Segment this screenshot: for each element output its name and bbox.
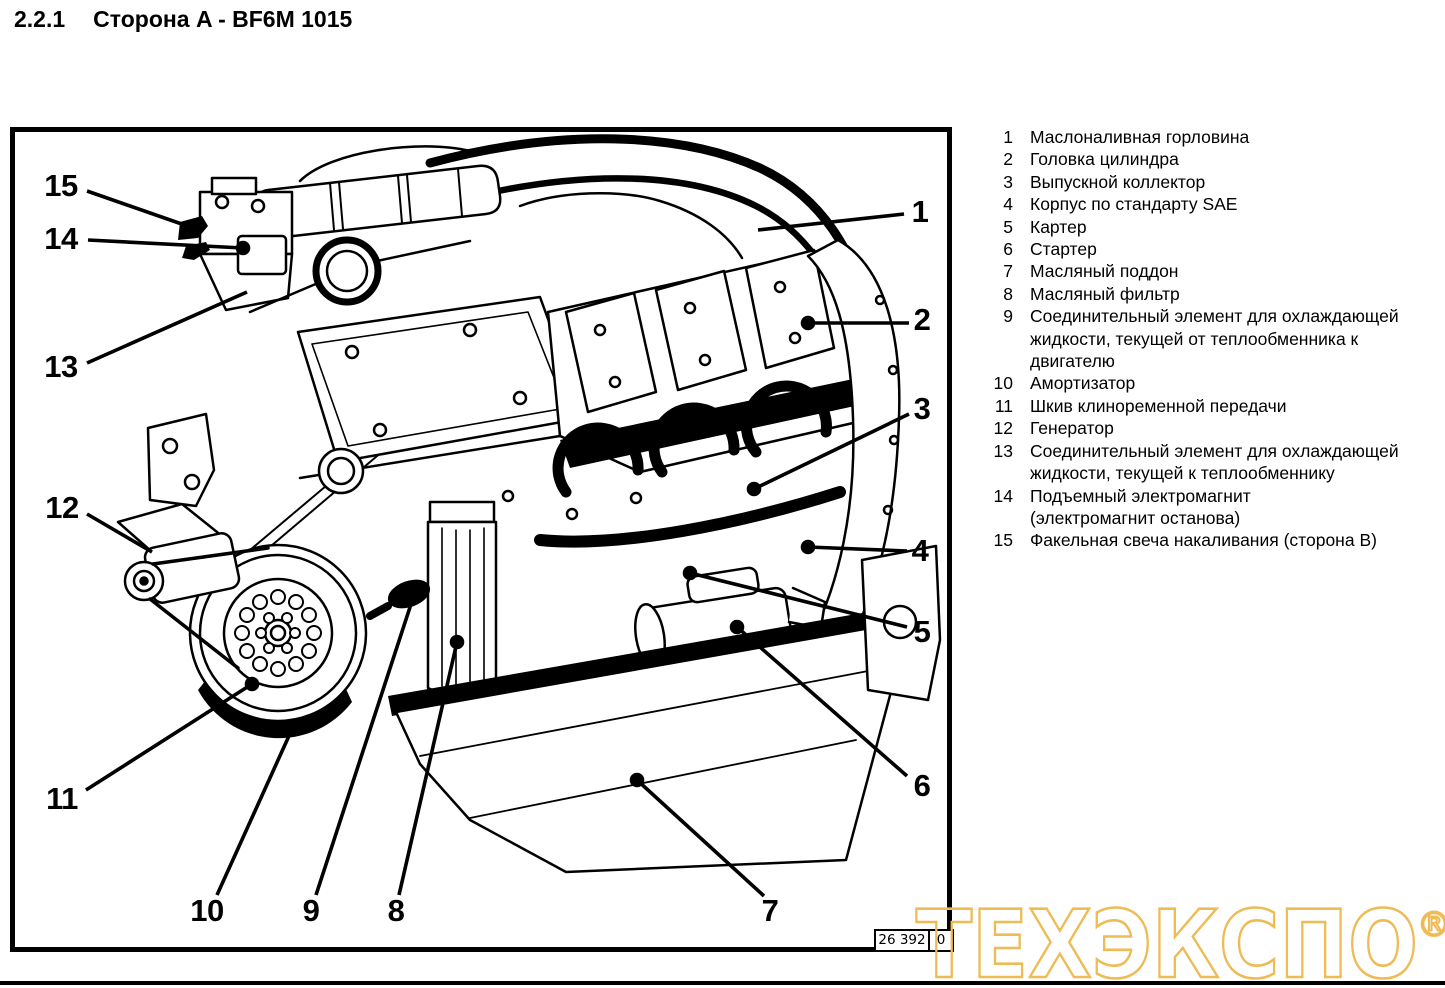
leader-line-15 [86, 189, 197, 231]
callout-label-10: 10 [190, 893, 224, 928]
legend: 1 Маслоналивная горловина 2 Головка цилиндр… [988, 126, 1440, 552]
leader-line-4 [807, 545, 908, 553]
callout-label-7: 7 [761, 893, 779, 928]
legend-text: Корпус по стандарту SAE [1030, 194, 1238, 215]
callout-label-9: 9 [302, 893, 320, 928]
leader-dot-3 [746, 481, 762, 497]
leader-dot-10 [285, 719, 301, 735]
legend-row: 10 Амортизатор [988, 372, 1440, 394]
legend-text: Факельная свеча накаливания (сторона B) [1030, 530, 1377, 551]
legend-row: 4 Корпус по стандарту SAE [988, 193, 1440, 215]
legend-text: Подъемный электромагнит (электромагнит о… [1030, 485, 1251, 528]
callout-label-14: 14 [44, 221, 78, 256]
legend-text: Маслоналивная горловина [1030, 127, 1250, 147]
legend-row: 14 Подъемный электромагнит (электромагнит… [988, 485, 1440, 530]
callout-label-5: 5 [913, 614, 931, 649]
legend-row: 3 Выпускной коллектор [988, 171, 1440, 193]
legend-text: Стартер [1030, 239, 1097, 260]
leader-line-7 [635, 778, 766, 898]
registered-icon: ® [1417, 905, 1445, 945]
legend-number: 8 [1003, 283, 1013, 304]
legend-number: 4 [1003, 194, 1013, 215]
legend-number: 6 [1003, 239, 1013, 260]
legend-number: 9 [1003, 306, 1013, 327]
legend-row: 12 Генератор [988, 417, 1440, 439]
legend-text: Головка цилиндра [1030, 149, 1179, 170]
legend-number: 12 [993, 418, 1013, 439]
leader-dot-14 [235, 240, 251, 256]
leader-dot-11 [244, 676, 260, 692]
legend-row: 13 Соединительный элемент для охлаждающей… [988, 440, 1440, 485]
leader-line-9 [314, 597, 415, 896]
legend-text: Масляный поддон [1030, 261, 1179, 282]
legend-row: 5 Картер [988, 216, 1440, 238]
page-title: 2.2.1 Сторона A - BF6M 1015 [14, 6, 352, 33]
leader-line-10 [215, 726, 295, 896]
leader-dot-8 [449, 634, 465, 650]
leader-dot-9 [405, 590, 421, 606]
legend-text: Картер [1030, 216, 1087, 237]
legend-row: 9 Соединительный элемент для охлаждающей … [988, 305, 1440, 372]
leader-line-11 [85, 682, 253, 792]
leader-line-5 [689, 571, 908, 629]
leader-dot-4 [800, 539, 816, 555]
stamp: 26 392 0 [874, 929, 954, 952]
callout-label-15: 15 [44, 168, 78, 203]
legend-row: 6 Стартер [988, 238, 1440, 260]
legend-number: 3 [1003, 171, 1013, 192]
legend-number: 1 [1003, 127, 1013, 147]
callout-label-11: 11 [46, 781, 78, 816]
legend-text: Генератор [1030, 418, 1114, 439]
callout-label-13: 13 [44, 349, 78, 384]
callout-label-8: 8 [387, 893, 405, 928]
legend-text: Шкив клиноременной передачи [1030, 395, 1287, 416]
legend-text: Амортизатор [1030, 373, 1136, 394]
callout-label-2: 2 [913, 302, 931, 337]
legend-row: 7 Масляный поддон [988, 260, 1440, 282]
legend-row: 11 Шкив клиноременной передачи [988, 395, 1440, 417]
leader-dot-6 [729, 619, 745, 635]
legend-number: 2 [1003, 149, 1013, 170]
legend-text: Соединительный элемент для охлаждающей ж… [1030, 306, 1399, 372]
leader-line-3 [753, 412, 910, 491]
legend-row: 2 Головка цилиндра [988, 148, 1440, 170]
legend-row: 8 Масляный фильтр [988, 283, 1440, 305]
leader-line-6 [735, 625, 909, 778]
legend-row: 1 Маслоналивная горловина [988, 126, 1440, 148]
title-text: Сторона A - BF6M 1015 [93, 6, 353, 32]
callout-label-3: 3 [913, 391, 931, 426]
legend-number: 7 [1003, 261, 1013, 282]
leader-line-13 [86, 290, 248, 365]
legend-text: Соединительный элемент для охлаждающей ж… [1030, 440, 1399, 484]
stamp-code: 26 392 [878, 932, 926, 948]
leader-dot-2 [800, 315, 816, 331]
legend-number: 5 [1003, 216, 1013, 237]
legend-row: 15 Факельная свеча накаливания (сторона B… [988, 529, 1440, 551]
legend-number: 11 [994, 395, 1013, 416]
callout-label-6: 6 [913, 768, 931, 803]
section-number: 2.2.1 [14, 6, 66, 32]
leader-line-8 [397, 641, 459, 896]
watermark-text: ТЕХЭКСПО [916, 891, 1418, 988]
leader-dot-7 [629, 772, 645, 788]
legend-number: 15 [993, 530, 1013, 551]
leader-line-12 [86, 512, 153, 554]
leader-line-14 [87, 238, 244, 250]
legend-text: Выпускной коллектор [1030, 171, 1206, 192]
leader-line-1 [757, 212, 905, 232]
callout-label-4: 4 [911, 533, 929, 568]
callout-label-1: 1 [911, 194, 929, 229]
legend-number: 14 [993, 485, 1013, 506]
legend-number: 13 [993, 440, 1013, 461]
stamp-revision: 0 [928, 931, 952, 950]
leader-dot-5 [682, 565, 698, 581]
bottom-rule [0, 981, 1445, 985]
callout-label-12: 12 [45, 490, 79, 525]
legend-text: Масляный фильтр [1030, 283, 1180, 304]
legend-number: 10 [993, 373, 1013, 394]
